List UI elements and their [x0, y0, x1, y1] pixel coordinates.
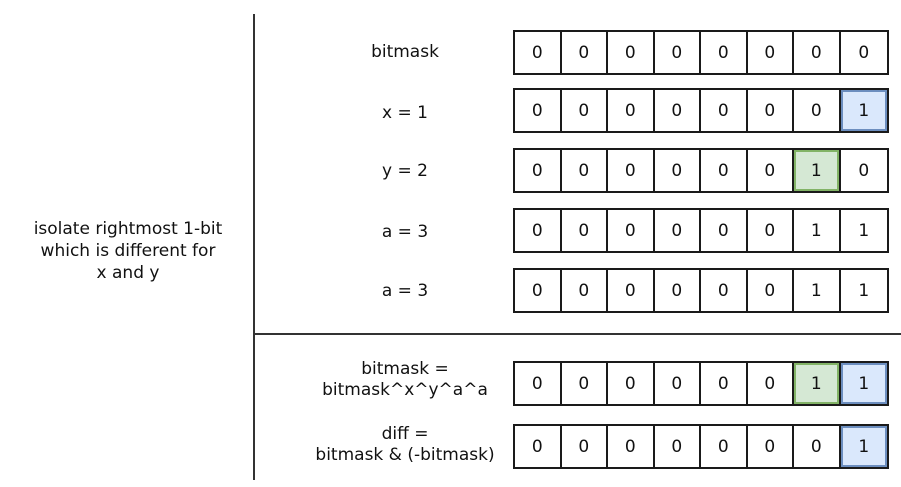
bit-cell: 0	[654, 426, 701, 467]
side-label: isolate rightmost 1-bit which is differe…	[6, 218, 250, 284]
bit-cell: 0	[654, 270, 701, 311]
bit-cell: 0	[608, 32, 655, 73]
row-label: diff =bitmask & (-bitmask)	[255, 424, 555, 466]
bit-cell: 0	[561, 363, 608, 404]
row-label: a = 3	[255, 222, 555, 243]
row-label-line: bitmask	[371, 42, 439, 62]
bit-cell: 0	[608, 426, 655, 467]
row-label: bitmask =bitmask^x^y^a^a	[255, 359, 555, 401]
side-label-line-3: x and y	[96, 263, 160, 283]
bit-cell: 0	[561, 90, 608, 131]
bit-cell: 0	[747, 363, 794, 404]
bit-cell: 1	[840, 363, 887, 404]
bit-cell: 0	[608, 363, 655, 404]
side-label-line-2: which is different for	[40, 241, 216, 261]
bit-cell: 0	[654, 90, 701, 131]
bit-cell: 0	[608, 90, 655, 131]
row-label-line: a = 3	[381, 281, 429, 301]
bit-cell: 1	[840, 210, 887, 251]
bit-cell: 0	[701, 210, 748, 251]
bit-cell: 1	[794, 150, 841, 191]
row-label: y = 2	[255, 161, 555, 182]
bit-cell: 0	[515, 210, 562, 251]
bit-cell: 0	[654, 363, 701, 404]
row-label-line: bitmask & (-bitmask)	[315, 445, 495, 465]
bit-cell: 1	[794, 270, 841, 311]
bit-cell: 0	[747, 426, 794, 467]
bit-cell: 0	[794, 426, 841, 467]
bit-cell: 0	[515, 426, 562, 467]
bit-cell: 0	[701, 363, 748, 404]
horizontal-divider	[255, 333, 901, 335]
bit-cell: 0	[608, 150, 655, 191]
bit-cell: 0	[561, 210, 608, 251]
bit-cell: 0	[701, 270, 748, 311]
bit-cell: 0	[561, 150, 608, 191]
bit-cell: 0	[701, 150, 748, 191]
row-label-line: bitmask^x^y^a^a	[322, 380, 488, 400]
row-label: a = 3	[255, 281, 555, 302]
bit-cell: 0	[794, 32, 841, 73]
row-label-line: y = 2	[382, 161, 428, 181]
bit-cell: 0	[515, 270, 562, 311]
row-label: bitmask	[255, 42, 555, 63]
bit-cell: 0	[608, 270, 655, 311]
bit-cell: 0	[747, 270, 794, 311]
bit-cell: 0	[515, 150, 562, 191]
side-label-line-1: isolate rightmost 1-bit	[33, 219, 223, 239]
bit-cell: 0	[701, 32, 748, 73]
bit-cell: 0	[747, 210, 794, 251]
bit-cell: 1	[840, 270, 887, 311]
bit-cell: 0	[608, 210, 655, 251]
row-label-line: bitmask =	[361, 359, 449, 379]
row-label-line: x = 1	[382, 103, 428, 123]
bit-cell: 1	[794, 363, 841, 404]
bit-cell: 0	[840, 150, 887, 191]
bit-cell: 0	[654, 32, 701, 73]
bit-cell: 0	[701, 426, 748, 467]
row-label-line: diff =	[381, 424, 429, 444]
bit-cell: 0	[515, 363, 562, 404]
bit-cell: 0	[654, 210, 701, 251]
bit-cell: 0	[747, 32, 794, 73]
bit-cell: 0	[747, 90, 794, 131]
bit-cell: 0	[840, 32, 887, 73]
bit-cell: 1	[840, 90, 887, 131]
bit-cell: 0	[515, 90, 562, 131]
bit-cell: 0	[747, 150, 794, 191]
bit-cell: 1	[840, 426, 887, 467]
vertical-divider	[253, 14, 255, 480]
bit-cell: 1	[794, 210, 841, 251]
bit-cell: 0	[561, 32, 608, 73]
bit-cell: 0	[701, 90, 748, 131]
row-label: x = 1	[255, 103, 555, 124]
row-label-line: a = 3	[381, 222, 429, 242]
bit-cell: 0	[561, 426, 608, 467]
bit-cell: 0	[561, 270, 608, 311]
bit-cell: 0	[794, 90, 841, 131]
bit-cell: 0	[654, 150, 701, 191]
bit-cell: 0	[515, 32, 562, 73]
